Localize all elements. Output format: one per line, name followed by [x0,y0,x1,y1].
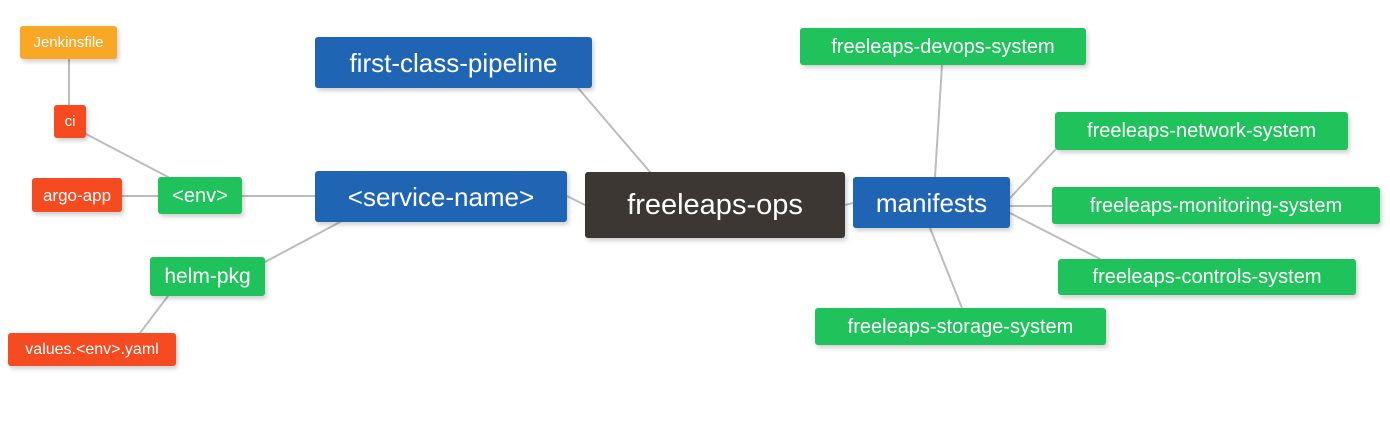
mindmap-node-devops[interactable]: freeleaps-devops-system [800,28,1086,65]
mindmap-node-controls[interactable]: freeleaps-controls-system [1058,259,1356,295]
mindmap-node-helm[interactable]: helm-pkg [150,257,265,296]
mindmap-node-values[interactable]: values.<env>.yaml [8,333,176,366]
edge-root-to-pipeline [577,87,651,173]
mindmap-node-monitoring[interactable]: freeleaps-monitoring-system [1052,187,1380,224]
edge-helm-to-values [139,295,169,334]
edge-manifests-to-storage [929,227,963,309]
edge-env-to-ci [85,133,169,178]
mindmap-node-network[interactable]: freeleaps-network-system [1055,112,1348,150]
mindmap-node-jenkins[interactable]: Jenkinsfile [20,26,117,59]
mindmap-node-pipeline[interactable]: first-class-pipeline [315,37,592,88]
edge-root-to-service [566,195,586,206]
mindmap-node-env[interactable]: <env> [158,177,242,214]
mindmap-node-storage[interactable]: freeleaps-storage-system [815,308,1106,345]
edge-manifests-to-devops [934,64,943,178]
mindmap-node-root[interactable]: freeleaps-ops [585,172,845,238]
mindmap-node-service[interactable]: <service-name> [315,171,567,222]
edge-root-to-manifests [844,202,854,206]
mindmap-node-ci[interactable]: ci [54,105,86,138]
edge-manifests-to-network [1009,149,1056,199]
mindmap-node-manifests[interactable]: manifests [853,177,1010,228]
edge-service-to-helm [264,221,341,263]
mindmap-node-argo[interactable]: argo-app [32,178,122,212]
